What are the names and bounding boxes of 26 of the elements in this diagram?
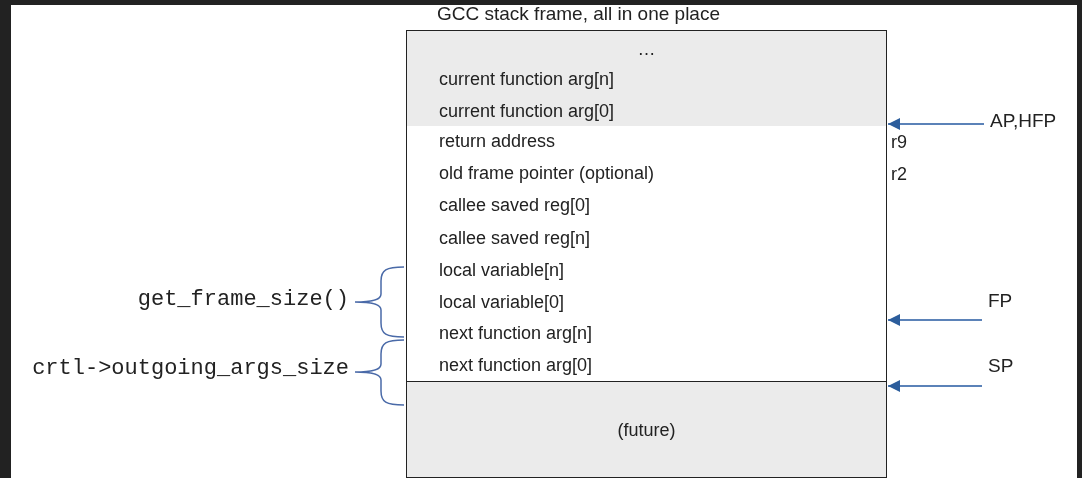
stack-slot-text: (future) [616,419,677,441]
register-name: r2 [891,163,907,185]
stack-region [406,30,887,127]
diagram-title: GCC stack frame, all in one place [437,3,720,25]
stack-region [406,381,887,478]
stack-slot-text: next function arg[n] [439,322,593,344]
stack-slot-text: next function arg[0] [439,354,593,376]
pointer-arrow [887,380,983,392]
stack-slot-text: local variable[0] [439,291,565,313]
size-expression: crtl->outgoing_args_size [32,358,349,380]
stack-slot-text: … [636,38,657,60]
stack-region [406,126,887,382]
pointer-arrow [887,118,985,130]
register-name: r9 [891,131,907,153]
stack-slot-text: callee saved reg[0] [439,194,591,216]
pointer-label: AP,HFP [990,110,1057,132]
pointer-label: SP [988,355,1014,377]
stack-slot-text: callee saved reg[n] [439,227,591,249]
stack-slot-text: current function arg[0] [439,100,615,122]
stack-slot-text: current function arg[n] [439,68,615,90]
pointer-arrow [887,314,983,326]
stack-slot-text: local variable[n] [439,259,565,281]
pointer-label: FP [988,290,1013,312]
stack-slot-text: return address [439,130,556,152]
stack-slot-text: old frame pointer (optional) [439,162,655,184]
size-expression: get_frame_size() [137,289,349,311]
